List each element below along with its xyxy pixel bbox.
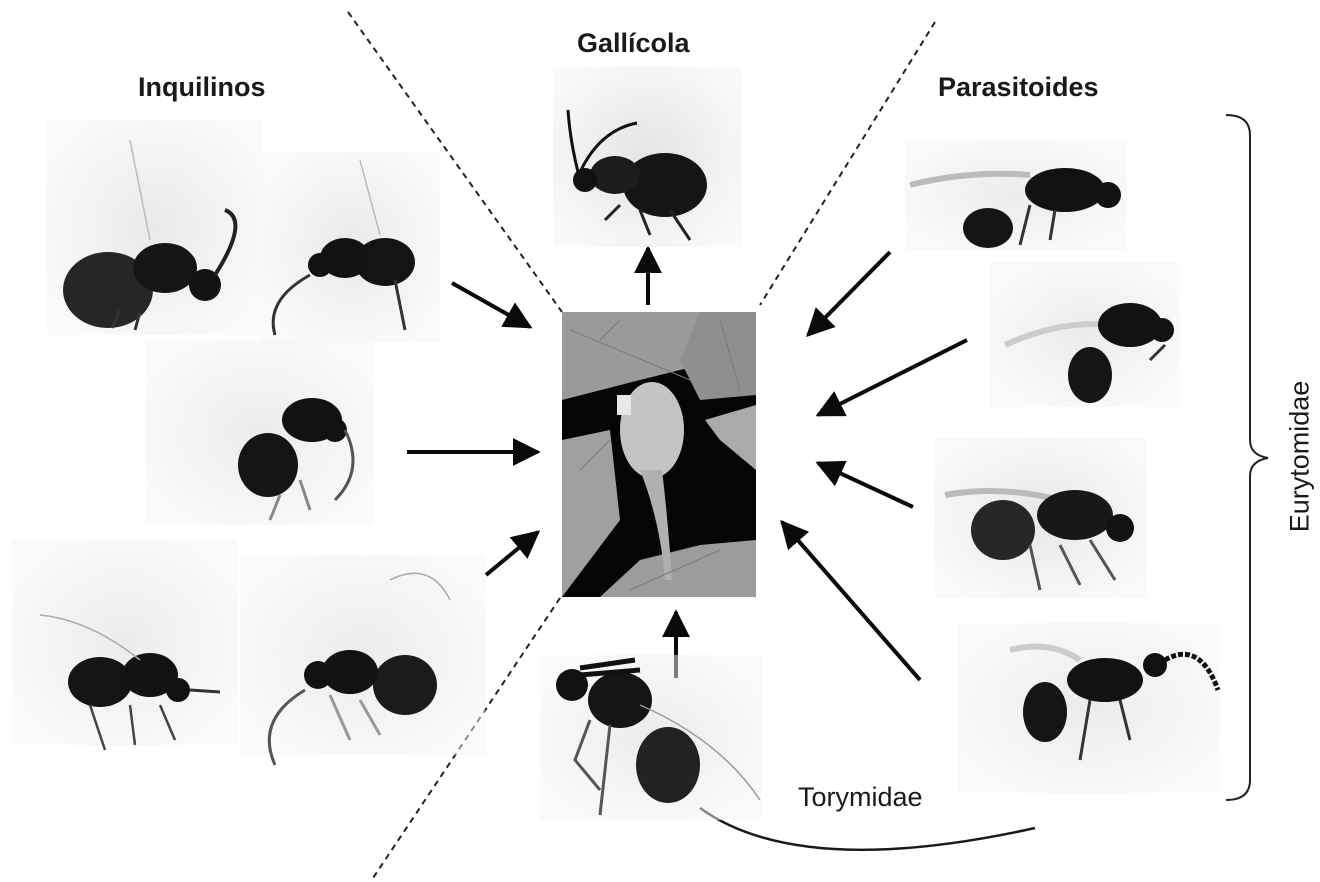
arrow-parasitoid-1	[808, 252, 890, 335]
wasp-inquilino-5	[240, 555, 485, 765]
wasp-inquilino-1	[47, 120, 262, 335]
wasp-parasitoid-2	[990, 262, 1180, 407]
gall-photo	[562, 312, 756, 597]
arrow-parasitoid-2	[818, 340, 967, 415]
arrow-parasitoid-3	[818, 463, 913, 507]
arrow-inquilino-3	[486, 532, 538, 575]
label-parasitoides: Parasitoides	[938, 72, 1099, 103]
wasp-parasitoid-4	[958, 623, 1220, 793]
wasp-parasitoid-1	[905, 140, 1127, 250]
wasp-inquilino-3	[145, 340, 373, 525]
arrow-parasitoid-4	[782, 522, 920, 680]
wasp-parasitoid-3	[935, 438, 1147, 598]
label-gallicola: Gallícola	[577, 28, 690, 59]
label-inquilinos: Inquilinos	[138, 72, 266, 103]
label-torymidae: Torymidae	[798, 782, 923, 813]
wasp-inquilino-2	[262, 152, 440, 342]
eurytomidae-bracket	[1226, 115, 1268, 800]
label-eurytomidae: Eurytomidae	[1285, 377, 1316, 537]
wasp-torymidae	[540, 655, 762, 820]
wasp-inquilino-4	[12, 540, 237, 750]
wasp-gallicola	[553, 67, 741, 247]
arrow-inquilino-1	[452, 283, 530, 327]
